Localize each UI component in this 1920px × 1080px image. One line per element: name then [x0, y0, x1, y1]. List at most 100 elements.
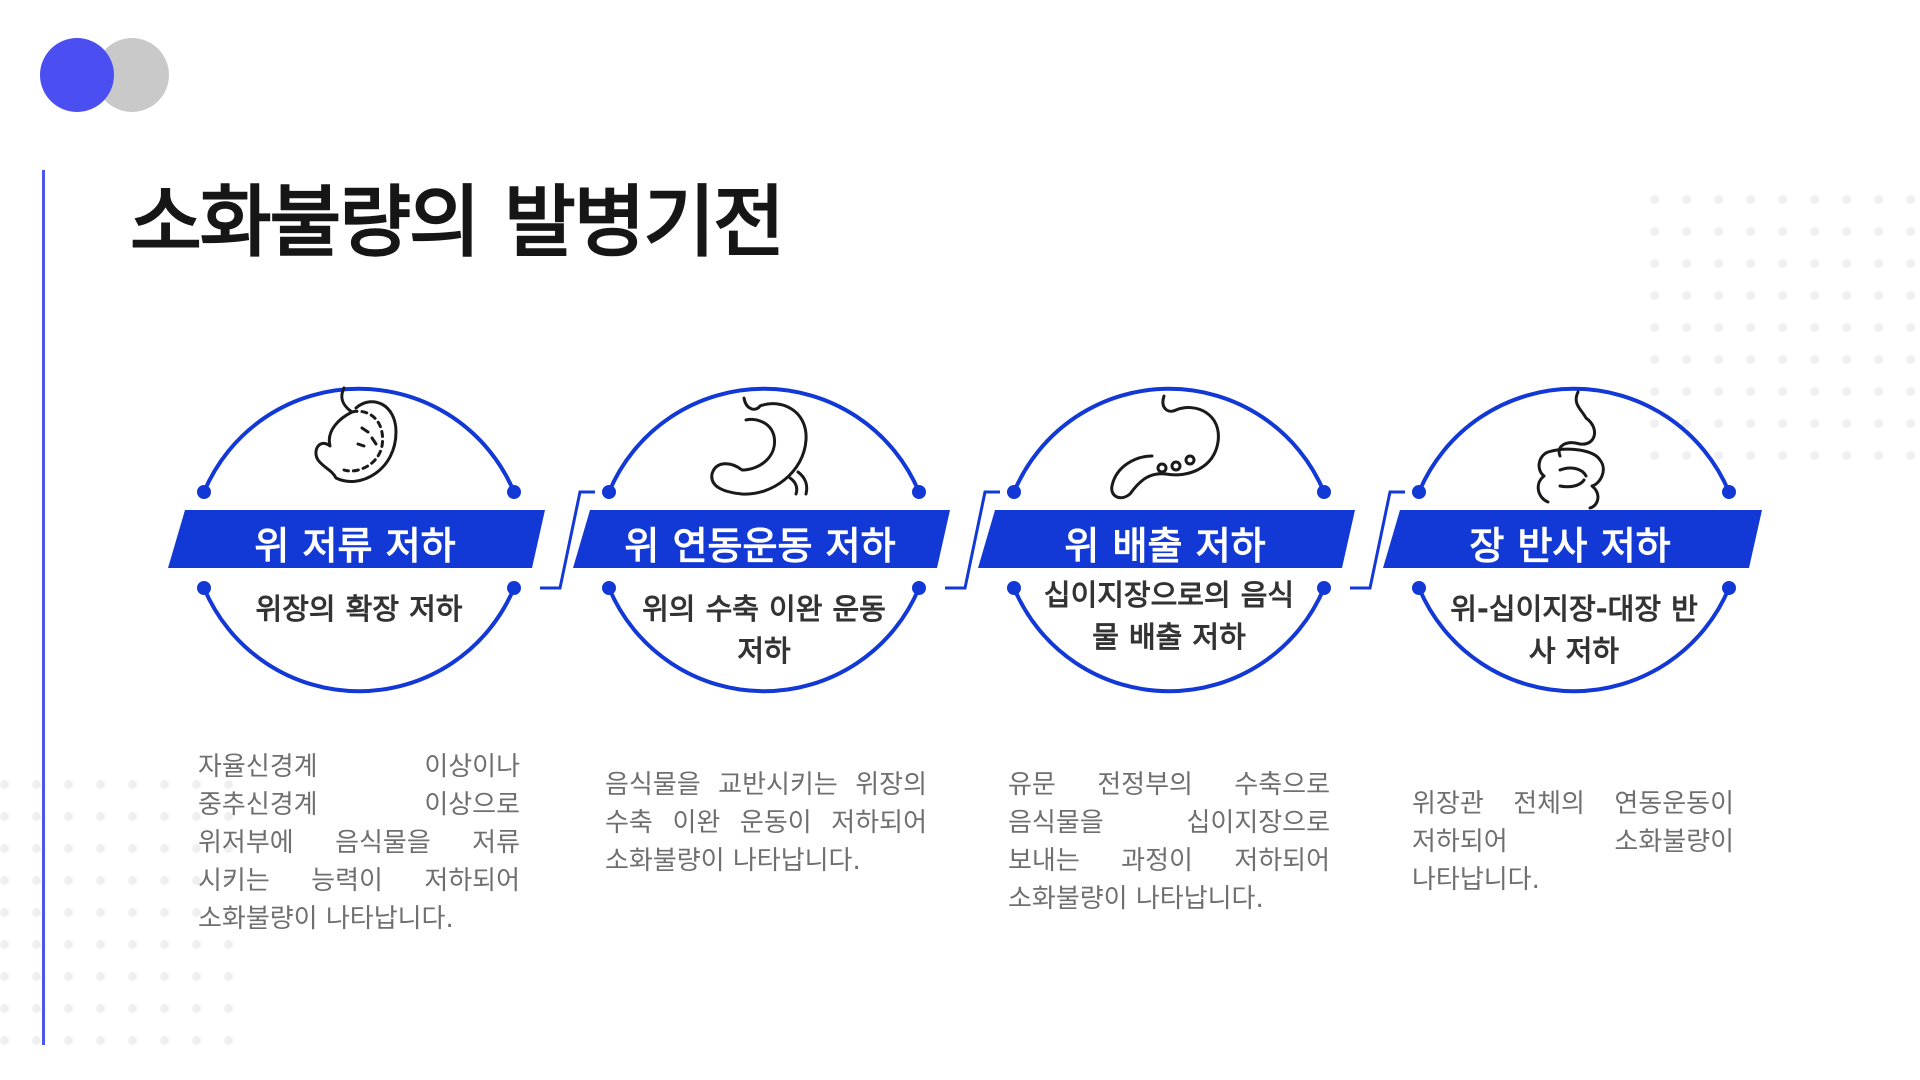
decorative-dot [1778, 291, 1787, 300]
decorative-dot [96, 1036, 105, 1045]
decorative-dot [1746, 195, 1755, 204]
decorative-dot [1842, 451, 1851, 460]
decorative-dot [64, 844, 73, 853]
decorative-dot [1714, 195, 1723, 204]
decorative-dot [1874, 387, 1883, 396]
decorative-dot [0, 1004, 9, 1013]
decorative-dot [1650, 195, 1659, 204]
decorative-dot [96, 844, 105, 853]
decorative-dot [1746, 291, 1755, 300]
decorative-dot [1682, 451, 1691, 460]
decorative-dot [32, 876, 41, 885]
decorative-dot [0, 1036, 9, 1045]
decorative-dot [1746, 355, 1755, 364]
decorative-dot [224, 1036, 233, 1045]
decorative-dot [128, 812, 137, 821]
decorative-dot [160, 844, 169, 853]
decorative-dot [1778, 227, 1787, 236]
decorative-dot [1714, 355, 1723, 364]
decorative-dot [1906, 419, 1915, 428]
decorative-dot [1842, 195, 1851, 204]
decorative-dot [64, 1036, 73, 1045]
decorative-dot [1810, 259, 1819, 268]
decorative-dot [32, 908, 41, 917]
decorative-dot [1682, 355, 1691, 364]
decorative-dot [160, 780, 169, 789]
decorative-dot [128, 908, 137, 917]
decorative-dot [1874, 451, 1883, 460]
decorative-dot [224, 972, 233, 981]
decorative-dot [1842, 419, 1851, 428]
decorative-dot [1906, 323, 1915, 332]
decorative-dot [1874, 259, 1883, 268]
decorative-dot [1714, 259, 1723, 268]
decorative-dot [192, 876, 201, 885]
decorative-dot [1810, 291, 1819, 300]
decorative-dot [1650, 387, 1659, 396]
decorative-dot [160, 940, 169, 949]
card-4-upper-arc [1417, 386, 1731, 493]
decorative-dot [32, 812, 41, 821]
decorative-dot [1714, 291, 1723, 300]
decorative-dot [1650, 259, 1659, 268]
decorative-dot [1842, 259, 1851, 268]
decorative-dot [1874, 355, 1883, 364]
decorative-dot [32, 1036, 41, 1045]
decorative-dot [1778, 451, 1787, 460]
stomach-motility-icon [710, 396, 809, 496]
decorative-dot [1778, 355, 1787, 364]
decorative-dot [1842, 387, 1851, 396]
decorative-dot [160, 1004, 169, 1013]
card-4-description: 위장관 전체의 연동운동이 저하되어 소화불량이 나타납니다. [1412, 789, 1734, 895]
decorative-dot [1778, 195, 1787, 204]
decorative-dot [96, 812, 105, 821]
card-3-upper-arc [1012, 386, 1326, 493]
decorative-dot [128, 1004, 137, 1013]
decorative-dot [1842, 227, 1851, 236]
decorative-dot [1650, 419, 1659, 428]
decorative-dot [1842, 355, 1851, 364]
decorative-dot [1650, 355, 1659, 364]
decorative-dot [1810, 387, 1819, 396]
decorative-dot [160, 812, 169, 821]
decorative-dot [96, 1004, 105, 1013]
decorative-dot [1810, 355, 1819, 364]
card-3-description: 유문 전정부의 수축으로 음식물을 십이지장으로 보내는 과정이 저하되어 소화… [1008, 770, 1330, 914]
decorative-dot [224, 780, 233, 789]
decorative-dot [128, 972, 137, 981]
decorative-dot [32, 1004, 41, 1013]
decorative-dot [32, 844, 41, 853]
card-2-lower-arc [607, 587, 921, 694]
decorative-dot [128, 1036, 137, 1045]
decorative-dot [224, 812, 233, 821]
decorative-dot [1714, 227, 1723, 236]
decorative-dot [0, 844, 9, 853]
decorative-dot [32, 940, 41, 949]
decorative-dot [224, 844, 233, 853]
decorative-dot [1778, 419, 1787, 428]
card-3-subtitle: 십이지장으로의 음식물 배출 저하 [1043, 578, 1295, 654]
decorative-dot [1874, 323, 1883, 332]
decorative-dot [32, 780, 41, 789]
decorative-dot [128, 876, 137, 885]
decorative-dot [128, 780, 137, 789]
decorative-dot [0, 972, 9, 981]
decorative-dot [1714, 451, 1723, 460]
decorative-dot [1682, 323, 1691, 332]
decorative-dot [192, 972, 201, 981]
decorative-dot [1906, 387, 1915, 396]
decorative-dot [1810, 451, 1819, 460]
card-3-heading: 위 배출 저하 [1064, 524, 1266, 568]
decorative-dot [160, 1036, 169, 1045]
decorative-dot [1874, 195, 1883, 204]
decorative-dot [1714, 323, 1723, 332]
decorative-dot [64, 940, 73, 949]
decorative-dot [1682, 195, 1691, 204]
decorative-blue-circle [40, 38, 114, 112]
decorative-dot [160, 876, 169, 885]
card-3-lower-arc [1012, 587, 1326, 694]
decorative-dot [1842, 323, 1851, 332]
decorative-dot [1842, 291, 1851, 300]
card-2-band [573, 510, 950, 568]
